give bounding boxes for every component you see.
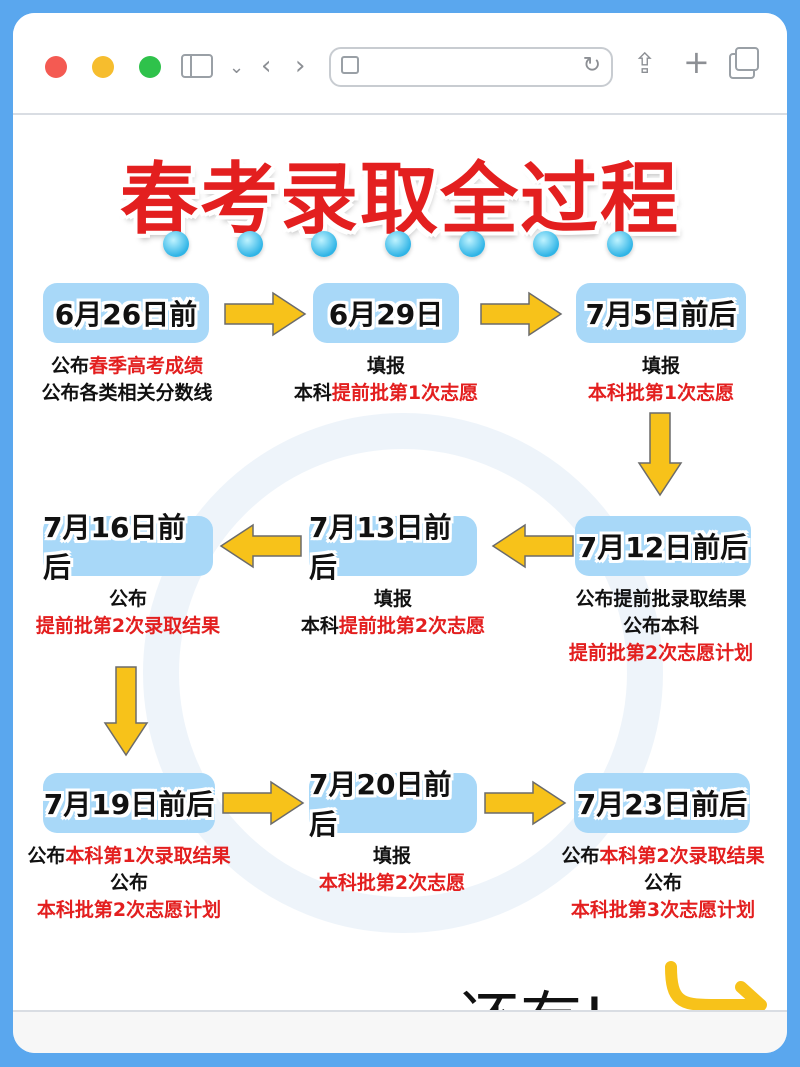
description-line: 公布各类相关分数线 xyxy=(13,380,241,407)
step-date-pill: 7月13日前后 xyxy=(309,511,477,584)
decorative-dot xyxy=(237,231,263,257)
url-icon xyxy=(341,56,359,74)
highlight-text: 本科批第2次志愿计划 xyxy=(36,899,222,921)
description-line: 本科批第1次志愿 xyxy=(551,380,771,407)
description-line: 提前批第2次志愿计划 xyxy=(541,640,781,667)
description-line: 本科批第2次志愿计划 xyxy=(13,897,245,924)
step-date-pill: 7月12日前后 xyxy=(575,516,751,576)
highlight-text: 本科批第1次志愿 xyxy=(587,382,735,404)
description-line: 填报 xyxy=(276,353,496,380)
arrow-right-icon xyxy=(480,291,563,337)
step-description: 填报本科批第1次志愿 xyxy=(551,353,771,407)
description-line: 公布本科第1次录取结果 xyxy=(13,843,245,870)
step-date-pill: 6月26日前 xyxy=(43,283,209,343)
description-line: 公布本科第2次录取结果 xyxy=(541,843,785,870)
share-icon[interactable]: ⇪ xyxy=(633,47,657,80)
step-date-pill: 7月5日前后 xyxy=(576,283,746,343)
normal-text: 本科 xyxy=(300,615,339,637)
description-line: 公布 xyxy=(13,586,243,613)
normal-text: 公布提前批录取结果 xyxy=(575,588,747,610)
highlight-text: 提前批第2次录取结果 xyxy=(35,615,221,637)
maximize-window-button[interactable] xyxy=(139,56,161,78)
normal-text: 公布 xyxy=(50,355,89,377)
decorative-dot xyxy=(459,231,485,257)
normal-text: 公布 xyxy=(561,845,600,867)
normal-text: 公布 xyxy=(108,588,147,610)
step-description: 填报本科批第2次志愿 xyxy=(279,843,505,897)
step-description: 填报本科提前批第2次志愿 xyxy=(278,586,508,640)
normal-text: 填报 xyxy=(372,845,411,867)
description-line: 公布本科 xyxy=(541,613,781,640)
highlight-text: 提前批第2次志愿 xyxy=(338,615,486,637)
step-description: 公布提前批录取结果公布本科提前批第2次志愿计划 xyxy=(541,586,781,667)
normal-text: 填报 xyxy=(373,588,412,610)
description-line: 填报 xyxy=(278,586,508,613)
step-date-pill: 7月19日前后 xyxy=(43,773,215,833)
decorative-dot xyxy=(385,231,411,257)
arrow-down-icon xyxy=(103,666,149,757)
description-line: 公布春季高考成绩 xyxy=(13,353,241,380)
forward-icon[interactable]: › xyxy=(295,51,306,81)
highlight-text: 本科第1次录取结果 xyxy=(65,845,231,867)
browser-toolbar: ⌄ ‹ › ↻ ⇪ + xyxy=(13,13,787,115)
close-window-button[interactable] xyxy=(45,56,67,78)
step-description: 公布春季高考成绩公布各类相关分数线 xyxy=(13,353,241,407)
normal-text: 本科 xyxy=(293,382,332,404)
normal-text: 填报 xyxy=(641,355,680,377)
normal-text: 填报 xyxy=(366,355,405,377)
description-line: 公布提前批录取结果 xyxy=(541,586,781,613)
step-description: 公布本科第2次录取结果公布本科批第3次志愿计划 xyxy=(541,843,785,924)
chevron-down-icon[interactable]: ⌄ xyxy=(229,57,245,78)
normal-text: 公布 xyxy=(109,872,148,894)
description-line: 本科批第3次志愿计划 xyxy=(541,897,785,924)
arrow-left-icon xyxy=(219,523,302,569)
arrow-right-icon xyxy=(222,780,305,826)
decorative-dot xyxy=(533,231,559,257)
highlight-text: 本科批第3次志愿计划 xyxy=(570,899,756,921)
description-line: 填报 xyxy=(551,353,771,380)
decorative-dot xyxy=(607,231,633,257)
address-bar[interactable]: ↻ xyxy=(329,47,613,87)
normal-text: 公布 xyxy=(27,845,66,867)
normal-text: 公布 xyxy=(643,872,682,894)
step-description: 公布提前批第2次录取结果 xyxy=(13,586,243,640)
step-description: 填报本科提前批第1次志愿 xyxy=(276,353,496,407)
decorative-dot xyxy=(311,231,337,257)
back-icon[interactable]: ‹ xyxy=(261,51,272,81)
highlight-text: 提前批第2次志愿计划 xyxy=(568,642,754,664)
highlight-text: 本科批第2次志愿 xyxy=(318,872,466,894)
step-date-pill: 7月23日前后 xyxy=(574,773,750,833)
decorative-dots xyxy=(163,231,633,259)
description-line: 填报 xyxy=(279,843,505,870)
step-date-pill: 7月20日前后 xyxy=(309,768,477,841)
highlight-text: 春季高考成绩 xyxy=(89,355,204,377)
step-description: 公布本科第1次录取结果公布本科批第2次志愿计划 xyxy=(13,843,245,924)
description-line: 本科批第2次志愿 xyxy=(279,870,505,897)
arrow-right-icon xyxy=(484,780,567,826)
minimize-window-button[interactable] xyxy=(92,56,114,78)
browser-window: ⌄ ‹ › ↻ ⇪ + 春考录取全过程 6月26日前 6月29日 7月5日前后 … xyxy=(13,13,787,1053)
page-title: 春考录取全过程 xyxy=(119,155,680,245)
normal-text: 公布各类相关分数线 xyxy=(41,382,213,404)
description-line: 公布 xyxy=(541,870,785,897)
highlight-text: 提前批第1次志愿 xyxy=(331,382,479,404)
sidebar-icon[interactable] xyxy=(181,54,213,78)
description-line: 公布 xyxy=(13,870,245,897)
description-line: 本科提前批第2次志愿 xyxy=(278,613,508,640)
step-date-pill: 7月16日前后 xyxy=(43,511,213,584)
decorative-dot xyxy=(163,231,189,257)
page-content: 春考录取全过程 6月26日前 6月29日 7月5日前后 公布春季高考成绩公布各类… xyxy=(13,113,787,1053)
normal-text: 公布本科 xyxy=(622,615,699,637)
highlight-text: 本科第2次录取结果 xyxy=(599,845,765,867)
browser-footer xyxy=(13,1010,787,1053)
tabs-icon[interactable] xyxy=(729,47,759,79)
arrow-right-icon xyxy=(224,291,307,337)
plus-icon[interactable]: + xyxy=(683,43,710,81)
description-line: 提前批第2次录取结果 xyxy=(13,613,243,640)
arrow-left-icon xyxy=(491,523,574,569)
arrow-down-icon xyxy=(637,412,683,497)
reload-icon[interactable]: ↻ xyxy=(582,53,601,78)
description-line: 本科提前批第1次志愿 xyxy=(276,380,496,407)
step-date-pill: 6月29日 xyxy=(313,283,459,343)
